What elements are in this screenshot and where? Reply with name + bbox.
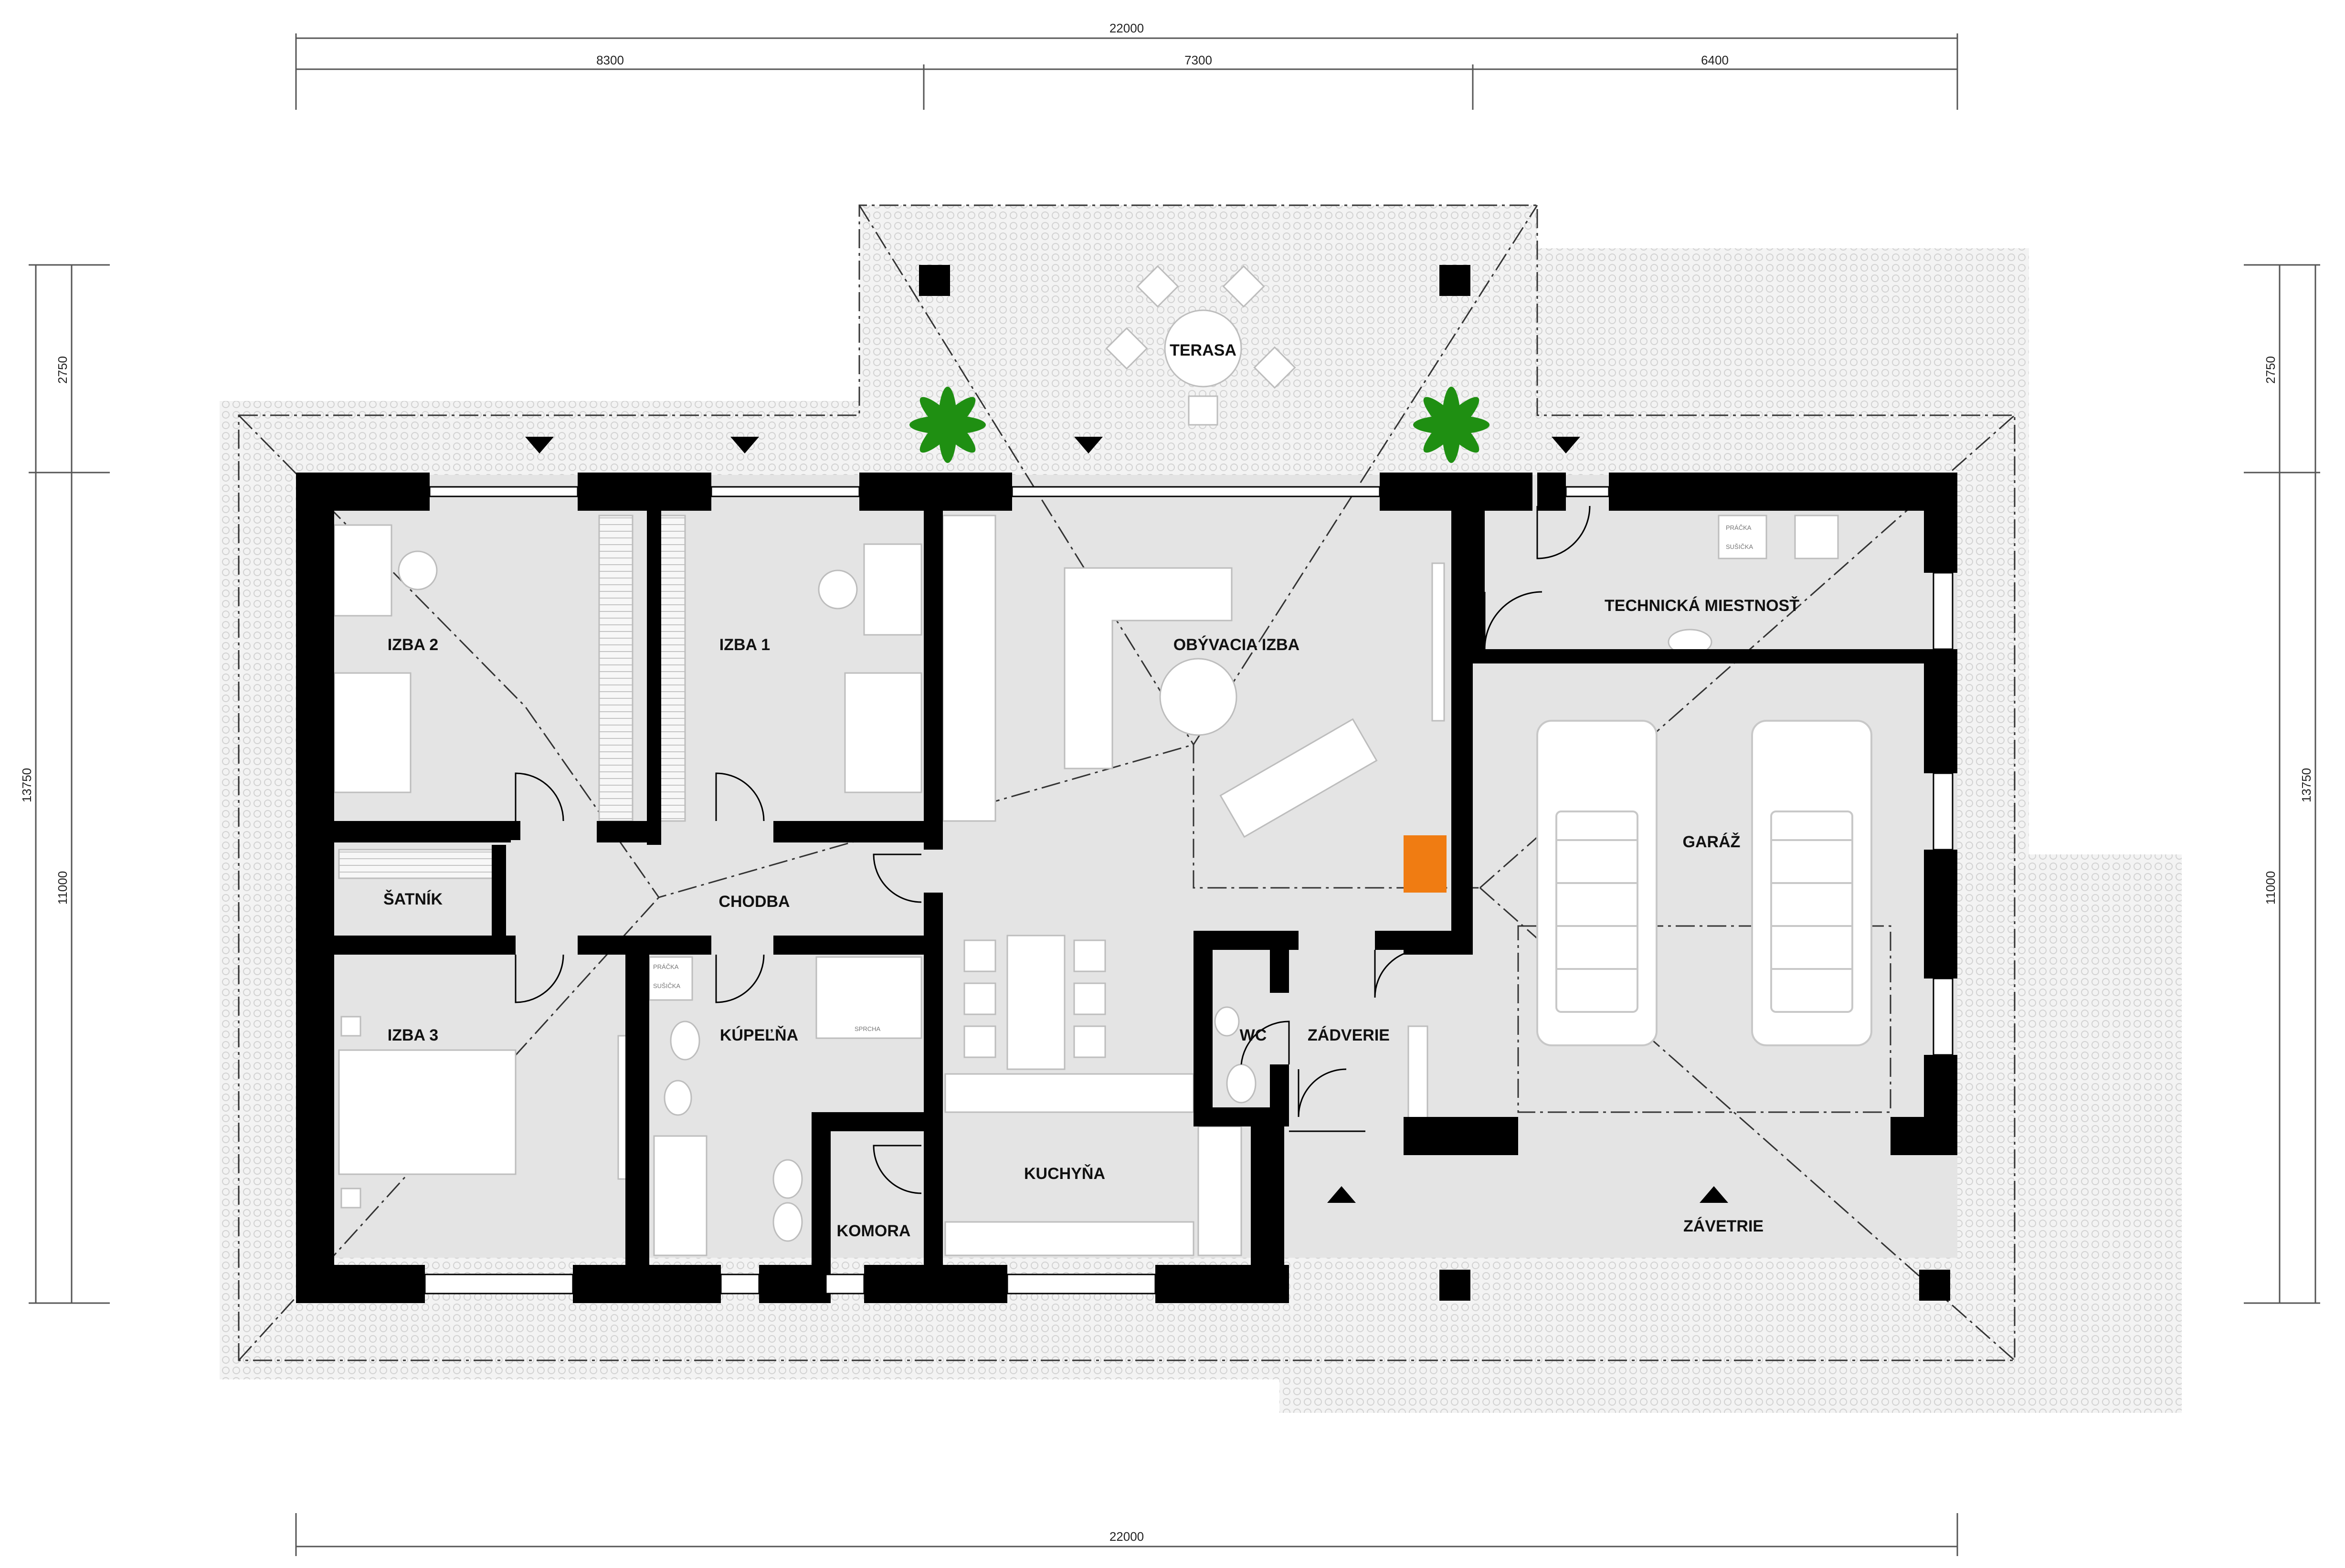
label-zadverie: ZÁDVERIE	[1308, 1026, 1390, 1044]
kitchen-counter-bottom	[944, 1221, 1194, 1256]
label-izba2: IZBA 2	[388, 636, 438, 654]
windows	[424, 486, 1954, 1294]
bathtub	[653, 1135, 708, 1256]
label-obyvacia: OBÝVACIA IZBA	[1173, 636, 1299, 654]
walls	[296, 473, 1957, 1303]
label-zavetrie: ZÁVETRIE	[1683, 1217, 1764, 1235]
car-left	[1536, 720, 1658, 1046]
nightstand-izba3-top	[340, 1016, 361, 1037]
bench-zadverie	[1407, 1025, 1428, 1127]
garage-door-path	[1517, 925, 1891, 1113]
label-pracka-bath: PRÁČKA	[653, 963, 679, 970]
chair-izba2	[398, 550, 438, 590]
room-labels: TERASA IZBA 2 IZBA 1 OBÝVACIA IZBA TECHN…	[383, 341, 1799, 1240]
sofa-corner	[1064, 567, 1233, 769]
label-terasa: TERASA	[1170, 341, 1236, 359]
label-garaz: GARÁŽ	[1683, 833, 1741, 851]
bed-izba3	[338, 1049, 517, 1175]
label-kuchyna: KUCHYŇA	[1024, 1165, 1105, 1183]
dim-left-total: 13750	[20, 768, 34, 802]
desk-izba2	[333, 524, 392, 617]
dimension-lines	[29, 33, 2320, 1556]
desk-izba1	[863, 543, 922, 636]
plant-left	[909, 387, 986, 463]
dim-right-total: 13750	[2299, 768, 2313, 802]
label-satnik: ŠATNÍK	[383, 890, 443, 908]
bed-izba1	[844, 672, 922, 793]
roof-paving-right	[1537, 248, 2029, 415]
doors	[515, 505, 1591, 1194]
label-izba3: IZBA 3	[388, 1026, 438, 1044]
columns	[919, 265, 1950, 1301]
label-komora: KOMORA	[837, 1222, 911, 1240]
washer-tech	[1718, 515, 1767, 559]
label-susicka-bath: SUŠIČKA	[653, 982, 680, 989]
dim-bottom-total: 22000	[1109, 1529, 1144, 1544]
sofa-diagonal	[1219, 718, 1378, 838]
label-susicka-tech: SUŠIČKA	[1726, 543, 1753, 550]
terrace-chairs	[1105, 265, 1296, 426]
label-wc: WC	[1240, 1026, 1267, 1044]
boiler-tech	[1794, 515, 1839, 559]
dim-top-seg-3: 6400	[1701, 53, 1729, 67]
wardrobe-izba2	[598, 515, 634, 822]
furniture	[333, 265, 1872, 1256]
basin-bath-2	[772, 1202, 803, 1242]
wardrobe-living	[942, 515, 996, 822]
kitchen-counter	[944, 1073, 1194, 1113]
basin-bath-1	[772, 1159, 803, 1199]
dim-top-seg-1: 8300	[596, 53, 624, 67]
label-chodba: CHODBA	[718, 893, 790, 911]
plant-right	[1413, 387, 1489, 463]
label-pracka-tech: PRÁČKA	[1726, 524, 1752, 531]
terrace-table	[1164, 309, 1242, 388]
roof-outline-main	[238, 204, 2016, 1361]
toilet-bath	[670, 1021, 700, 1061]
wardrobe-satnik	[338, 849, 497, 879]
chair-izba1	[818, 569, 858, 610]
roof-slope-arrows	[525, 437, 1728, 1203]
coffee-table	[1159, 658, 1237, 736]
label-sprcha: SPRCHA	[855, 1025, 881, 1032]
label-technicka: TECHNICKÁ MIESTNOSŤ	[1605, 597, 1799, 615]
label-kupelna: KÚPEĽŇA	[720, 1026, 798, 1044]
dim-left-seg-2: 11000	[55, 871, 70, 905]
dim-right-seg-1: 2750	[2263, 356, 2278, 384]
dim-left-seg-1: 2750	[55, 356, 70, 384]
kitchen-island	[1006, 935, 1066, 1070]
toilet-wc	[1226, 1063, 1257, 1104]
zadverie-floor	[1279, 931, 1423, 1131]
bed-izba2	[333, 672, 412, 793]
fireplace	[1404, 835, 1447, 893]
shower-tray	[815, 956, 922, 1039]
dim-right-seg-2: 11000	[2263, 871, 2278, 905]
bidet-bath	[664, 1080, 692, 1116]
roof-hip-terrace	[858, 205, 1538, 746]
tv-stand	[1431, 562, 1445, 722]
nightstand-izba3-bot	[340, 1188, 361, 1209]
basin-wc	[1214, 1006, 1240, 1037]
label-izba1: IZBA 1	[719, 636, 770, 654]
dim-top-total: 22000	[1109, 21, 1144, 35]
dimension-texts: 22000 8300 7300 6400 22000 13750 2750 11…	[20, 21, 2313, 1544]
dim-top-seg-2: 7300	[1184, 53, 1212, 67]
kitchen-counter-side	[1197, 1126, 1242, 1256]
dining-chairs	[963, 939, 1106, 1058]
car-right	[1751, 720, 1872, 1046]
